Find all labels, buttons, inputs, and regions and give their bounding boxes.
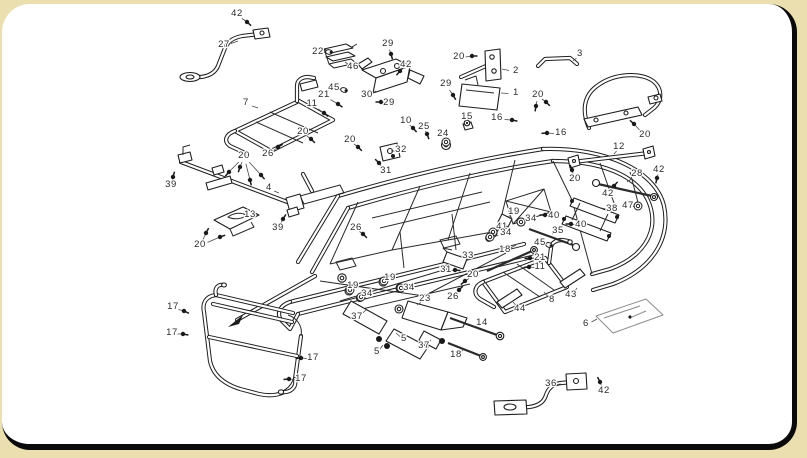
diagram-card [2,4,797,450]
